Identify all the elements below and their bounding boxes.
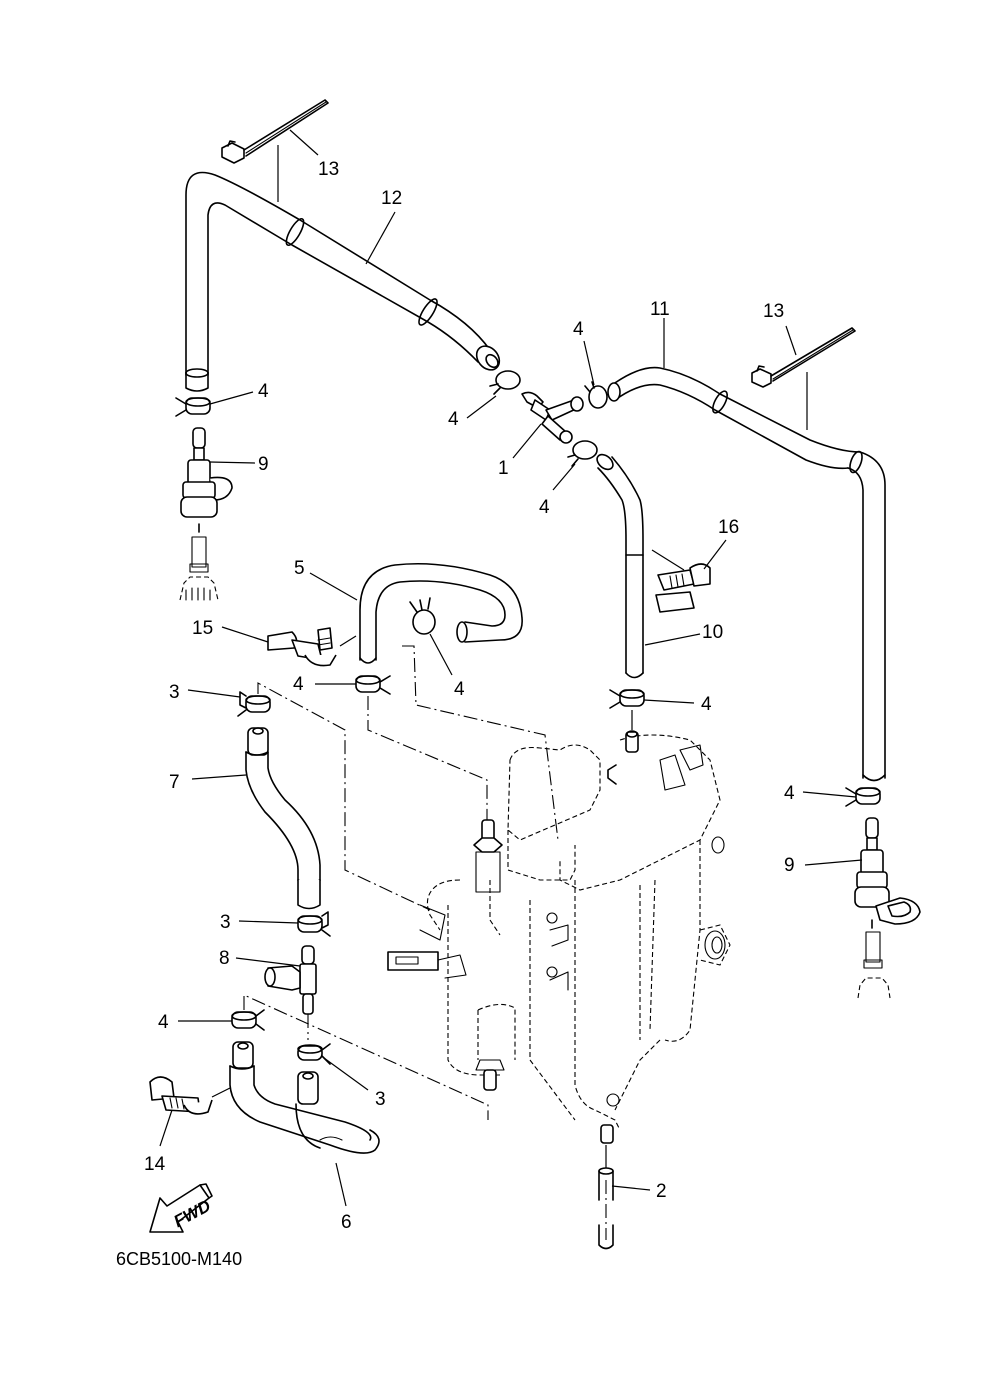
callout-4-c: 4	[573, 319, 584, 340]
leader-13-left	[289, 129, 319, 156]
cable-tie-13-left[interactable]	[221, 99, 329, 164]
callout-2: 2	[656, 1181, 667, 1202]
hose-clip-3-c[interactable]	[297, 1043, 331, 1065]
callout-4-e: 4	[454, 679, 465, 700]
leader-4-a	[209, 391, 254, 405]
guide-14	[211, 1087, 231, 1098]
callout-5: 5	[294, 558, 305, 579]
leader-6	[335, 1162, 347, 1207]
hose-clip-4-a[interactable]	[175, 397, 211, 417]
leader-2	[611, 1185, 651, 1191]
callout-4-b: 4	[448, 409, 459, 430]
callout-13-right: 13	[763, 301, 784, 322]
hose-5[interactable]	[359, 562, 523, 664]
callout-14: 14	[144, 1154, 166, 1175]
leader-4-c	[583, 340, 595, 386]
leader-3-a	[187, 689, 241, 698]
fwd-arrow-icon	[149, 1183, 213, 1233]
leader-4-b	[466, 395, 497, 419]
callout-3-b: 3	[220, 912, 231, 933]
leader-4-g	[643, 699, 695, 704]
hose-7[interactable]	[245, 727, 321, 910]
assembly-line-hose5-b	[402, 645, 559, 841]
leader-5	[309, 572, 358, 601]
leader-3-c	[323, 1057, 369, 1091]
guide-15	[339, 635, 357, 647]
hose-11[interactable]	[607, 366, 886, 782]
leader-9-right	[804, 859, 863, 866]
hose-10[interactable]	[594, 452, 644, 679]
leader-13-right	[785, 325, 797, 356]
callout-3-c: 3	[375, 1089, 386, 1110]
assembly-line-hose7-a	[257, 682, 431, 911]
callout-4-g: 4	[701, 694, 712, 715]
joint-8[interactable]	[264, 945, 317, 1015]
callout-15: 15	[192, 618, 213, 639]
leader-9-left	[209, 461, 256, 464]
callout-4-i: 4	[784, 783, 795, 804]
callout-10: 10	[702, 622, 723, 643]
hose-holder-14[interactable]	[149, 1076, 213, 1115]
leader-10	[644, 633, 701, 646]
callout-9-left: 9	[258, 454, 269, 475]
hose-clip-4-d[interactable]	[567, 440, 598, 467]
leader-15	[221, 626, 269, 643]
hose-clip-4-b[interactable]	[489, 370, 521, 395]
leader-1	[512, 423, 542, 459]
hose-clip-4-i[interactable]	[845, 787, 881, 807]
leader-4-i	[802, 791, 857, 798]
callout-4-f: 4	[293, 674, 304, 695]
cable-tie-13-right[interactable]	[751, 327, 856, 388]
callout-3-a: 3	[169, 682, 180, 703]
hose-clip-4-c[interactable]	[584, 381, 608, 409]
assembly-line-hose5-a	[367, 696, 488, 820]
guide-16	[651, 549, 685, 571]
leader-16	[703, 539, 727, 570]
callout-8: 8	[219, 948, 230, 969]
callout-4-d: 4	[539, 497, 550, 518]
leader-3-b	[238, 920, 299, 924]
drain-hose-2[interactable]	[598, 1167, 614, 1250]
leader-12	[365, 211, 396, 265]
leader-4-d	[552, 463, 576, 491]
leader-14	[159, 1109, 173, 1147]
hose-holder-15[interactable]	[267, 627, 337, 667]
leader-8	[235, 957, 301, 967]
callout-12: 12	[381, 188, 402, 209]
fuel-connector-9-left[interactable]	[179, 427, 233, 601]
hose-6[interactable]	[229, 1041, 380, 1154]
hose-clip-4-e[interactable]	[409, 597, 436, 635]
callout-11: 11	[650, 299, 670, 320]
hose-clip-3-b[interactable]	[297, 911, 331, 937]
hose-clip-4-h[interactable]	[231, 1009, 265, 1031]
assembly-line-hose6	[243, 994, 489, 1120]
joint-1[interactable]	[521, 391, 584, 444]
fuel-filter-assembly[interactable]	[387, 730, 731, 1144]
callout-4-h: 4	[158, 1012, 169, 1033]
callout-7: 7	[169, 772, 180, 793]
callout-13-left: 13	[318, 159, 339, 180]
callout-1: 1	[498, 458, 509, 479]
hose-clip-4-g[interactable]	[609, 689, 645, 709]
leader-4-e	[429, 633, 453, 676]
hose-clip-3-a[interactable]	[237, 691, 271, 717]
hose-holder-16[interactable]	[655, 563, 711, 613]
fuel-connector-9-right[interactable]	[854, 817, 921, 999]
hose-clip-4-f[interactable]	[355, 675, 391, 695]
drawing-code: 6CB5100-M140	[116, 1249, 242, 1269]
leader-7	[191, 774, 247, 780]
callout-16: 16	[718, 517, 739, 538]
callout-9-right: 9	[784, 855, 795, 876]
callout-6: 6	[341, 1212, 352, 1233]
callout-4-a: 4	[258, 381, 269, 402]
hose-12[interactable]	[185, 171, 504, 392]
